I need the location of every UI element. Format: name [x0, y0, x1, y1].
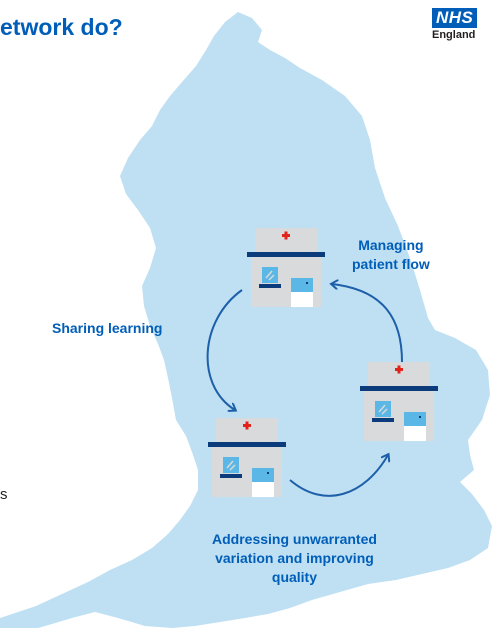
- nhs-logo-brand: NHS: [432, 8, 478, 28]
- hospital-icon: [247, 228, 325, 307]
- label-addressing-variation: Addressing unwarranted variation and imp…: [212, 530, 377, 587]
- nhs-logo: NHS England: [432, 8, 495, 41]
- label-line: Addressing unwarranted: [212, 531, 377, 547]
- hospital-icon: [208, 418, 286, 497]
- label-line: quality: [271, 569, 318, 585]
- label-line: patient flow: [352, 256, 430, 272]
- label-sharing-learning: Sharing learning: [52, 320, 163, 336]
- label-managing-patient-flow: Managing patient flow: [352, 236, 430, 274]
- label-line: Managing: [358, 237, 424, 253]
- arrow-sharing: [206, 289, 243, 410]
- label-line: variation and improving: [215, 550, 374, 566]
- cropped-body-text: s: [0, 486, 8, 503]
- arrow-managing: [332, 284, 403, 363]
- arrow-addressing: [289, 455, 388, 497]
- nhs-logo-region: England: [432, 29, 476, 41]
- england-map-shape: [0, 12, 492, 628]
- hospital-icon: [360, 362, 438, 441]
- page-title: etwork do?: [0, 14, 123, 40]
